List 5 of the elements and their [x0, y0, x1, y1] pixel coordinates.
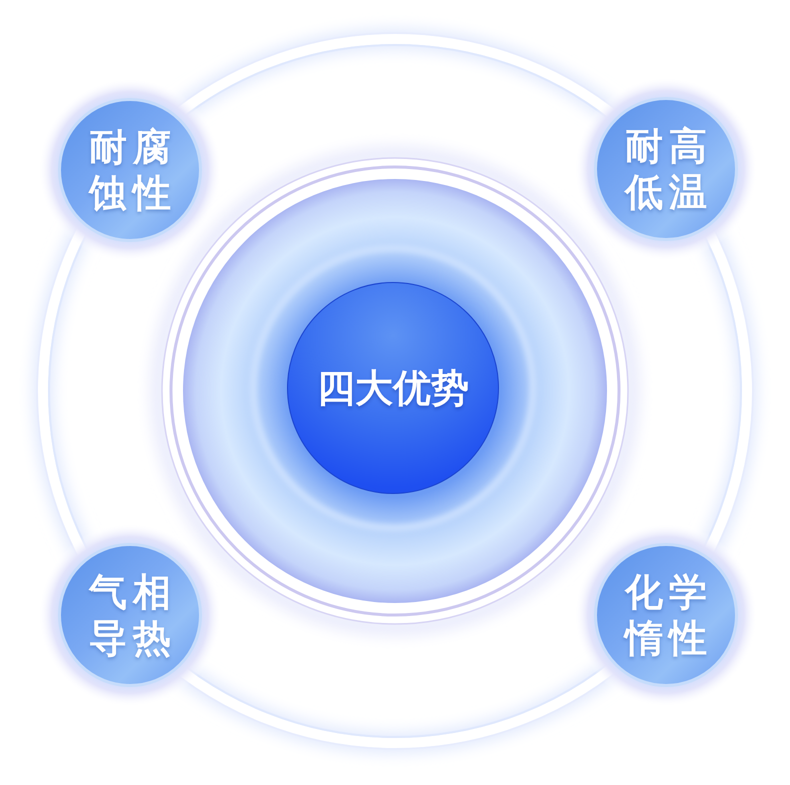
feature-text: 耐高低温 [623, 123, 714, 215]
feature-text: 气相导热 [88, 569, 178, 661]
feature-text: 化学惰性 [622, 569, 714, 661]
heading-text: 四大优势 [317, 365, 469, 411]
feature-text: 耐腐蚀性 [87, 124, 178, 216]
